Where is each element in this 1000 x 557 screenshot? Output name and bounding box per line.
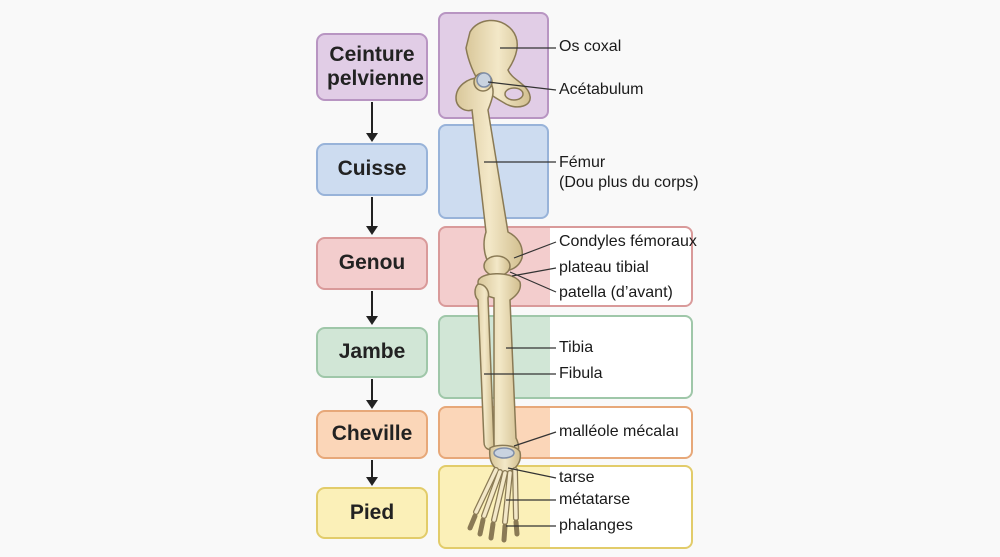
leader-malleole	[513, 431, 557, 447]
obturator-foramen	[504, 87, 524, 101]
label-condyles: Condyles fémoraux	[559, 233, 697, 250]
leader-condyles	[513, 241, 557, 259]
fibula-bone	[474, 283, 495, 451]
flow-label-cuisse: Cuisse	[337, 157, 407, 181]
flow-box-pied: Pied	[316, 487, 428, 539]
phalanx-5	[513, 519, 520, 537]
flow-arrow-2	[366, 197, 378, 235]
leader-tarse	[507, 467, 557, 479]
label-patella: patella (d’avant)	[559, 284, 673, 301]
phalanx-3	[488, 521, 496, 541]
flow-box-jambe: Jambe	[316, 327, 428, 378]
label-acetabulum: Acétabulum	[559, 81, 644, 98]
flow-label-cheville: Cheville	[331, 422, 413, 446]
region-cheville	[438, 406, 693, 459]
flow-label-ceinture-pelvienne: Ceinture pelvienne	[327, 42, 424, 90]
label-malleole: malléole mécalaı	[559, 423, 680, 440]
flow-arrow-3	[366, 291, 378, 325]
flow-box-ceinture-pelvienne: Ceinture pelvienne	[316, 33, 428, 101]
flow-box-genou: Genou	[316, 237, 428, 290]
label-femur-detail: (Dou plus du corps)	[559, 174, 699, 191]
flow-arrow-5	[366, 460, 378, 486]
flow-box-cuisse: Cuisse	[316, 143, 428, 196]
flow-arrow-1	[366, 102, 378, 142]
phalanx-2	[477, 517, 486, 537]
flow-box-cheville: Cheville	[316, 410, 428, 459]
label-tibia: Tibia	[559, 339, 594, 356]
label-os-coxal: Os coxal	[559, 38, 622, 55]
leader-acetabulum	[487, 81, 557, 91]
acetabulum-joint	[476, 72, 492, 88]
label-fibula: Fibula	[559, 365, 603, 382]
phalanx-4	[501, 523, 508, 543]
label-phalanges: phalanges	[559, 517, 633, 534]
flow-label-genou: Genou	[338, 251, 406, 275]
phalanx-1	[467, 513, 478, 531]
label-plateau-tibial: plateau tibial	[559, 259, 649, 276]
ankle-joint	[493, 447, 515, 459]
leader-plateau	[511, 267, 557, 277]
flow-label-jambe: Jambe	[338, 340, 406, 364]
label-femur: Fémur	[559, 154, 606, 171]
label-metatarse: métatarse	[559, 491, 631, 508]
leader-patella	[509, 271, 557, 293]
label-tarse: tarse	[559, 469, 595, 486]
flow-arrow-4	[366, 379, 378, 409]
flow-label-pied: Pied	[349, 500, 395, 524]
